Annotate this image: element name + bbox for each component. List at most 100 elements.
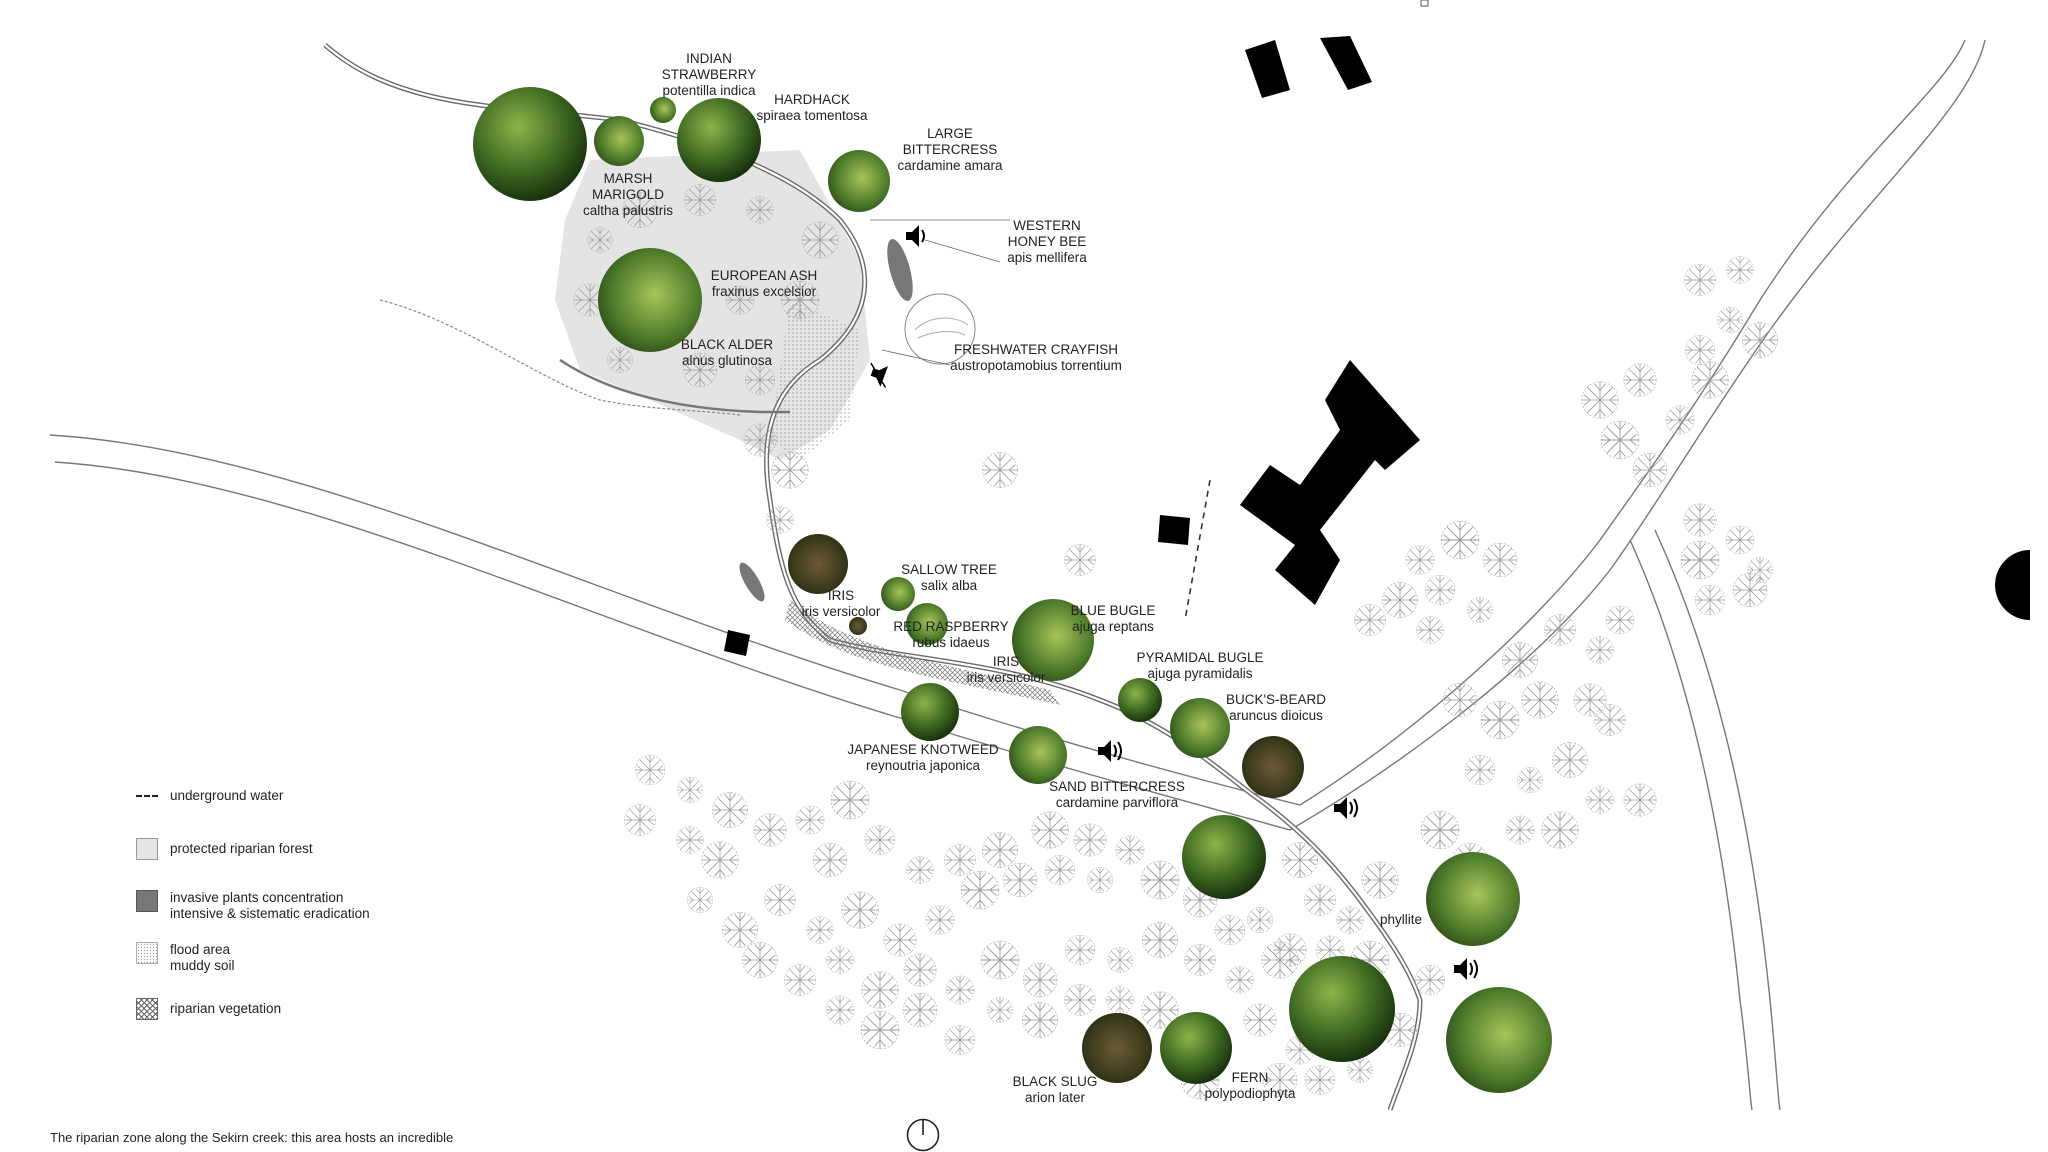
label-western-honey-bee: WESTERN HONEY BEE apis mellifera (1007, 218, 1087, 265)
tree-symbol (980, 940, 1020, 980)
tree-symbol (1414, 964, 1446, 996)
top-marker (1420, 0, 1429, 7)
tree-symbol (1725, 525, 1755, 555)
tree-symbol (903, 953, 937, 987)
tree-symbol (826, 946, 854, 974)
tree-symbol (841, 891, 879, 929)
tree-symbol (861, 971, 899, 1009)
tree-symbol (806, 916, 834, 944)
tree-symbol (925, 905, 955, 935)
north-arrow-icon (906, 1118, 940, 1152)
tree-symbol (1746, 556, 1774, 584)
tree-symbol (1106, 986, 1134, 1014)
legend-riparian: riparian vegetation (136, 998, 281, 1020)
leader-lines (870, 219, 1010, 366)
photo-circle (598, 248, 702, 352)
photo-circle (1182, 815, 1266, 899)
tree-symbol (1022, 1002, 1058, 1038)
tree-symbol (634, 754, 666, 786)
photo-circle (1242, 736, 1304, 798)
photo-circle (1289, 956, 1395, 1062)
tree-symbol (1665, 405, 1695, 435)
invasive-swatch (136, 890, 158, 912)
tree-symbol (1064, 544, 1096, 576)
species-photos (473, 87, 1552, 1093)
label-phyllite: phyllite (1379, 912, 1423, 927)
label-iris-1: IRIS iris versicolor (801, 588, 881, 619)
tree-symbol (1073, 823, 1107, 857)
photo-circle (1426, 852, 1520, 946)
tree-symbol (684, 184, 716, 216)
legend-invasive: invasive plants concentration intensive … (136, 890, 370, 922)
protected-forest-swatch (136, 838, 158, 860)
label-red-raspberry: RED RASPBERRY rubus idaeus (893, 619, 1009, 650)
tree-symbol (830, 780, 870, 820)
tree-symbol (1273, 933, 1307, 967)
tree-symbol (586, 226, 614, 254)
tree-symbol (1086, 866, 1114, 894)
tree-symbol (1382, 582, 1418, 618)
tree-symbol (606, 346, 634, 374)
tree-symbol (1361, 861, 1399, 899)
tree-symbol (1226, 966, 1254, 994)
dashed-line-swatch (136, 795, 158, 797)
map-caption: The riparian zone along the Sekirn creek… (50, 1130, 454, 1145)
speaker-icons (870, 225, 1478, 980)
label-sand-bittercress: SAND BITTERCRESS cardamine parviflora (1049, 779, 1185, 810)
tree-symbol (982, 832, 1018, 868)
tree-symbol (1440, 520, 1480, 560)
photo-circle (1012, 599, 1094, 681)
tree-symbol (1684, 264, 1716, 296)
tree-symbol (701, 841, 739, 879)
tree-symbol (1581, 381, 1619, 419)
tree-symbol (1115, 835, 1145, 865)
tree-symbol (1354, 604, 1386, 636)
tree-symbol (1416, 616, 1444, 644)
riparian-swatch (136, 998, 158, 1020)
tree-symbol (906, 856, 934, 884)
riparian-band (785, 600, 1060, 705)
tree-symbol (982, 452, 1018, 488)
label-black-slug: BLACK SLUG arion later (1012, 1074, 1098, 1105)
tree-symbol (1726, 256, 1754, 284)
label-iris-2: IRIS iris versicolor (966, 654, 1046, 685)
crayfish-sketch-circle (904, 293, 976, 365)
tree-symbol (746, 196, 774, 224)
label-hardhack: HARDHACK spiraea tomentosa (756, 92, 868, 123)
speaker-icon (1454, 958, 1478, 980)
photo-circle (849, 617, 867, 635)
tree-symbol (1064, 934, 1096, 966)
photo-circle (1170, 698, 1230, 758)
photo-circle (901, 683, 959, 741)
tree-symbol (1683, 503, 1717, 537)
tree-symbol (1336, 906, 1364, 934)
tree-symbol (722, 912, 758, 948)
tree-symbol (676, 776, 704, 804)
label-pyramidal-bugle: PYRAMIDAL BUGLE ajuga pyramidalis (1136, 650, 1264, 681)
tree-symbol (1140, 860, 1180, 900)
speaker-icon (906, 225, 925, 247)
tree-symbol (1142, 922, 1178, 958)
tree-symbol (1420, 810, 1460, 850)
label-fern: FERN polypodiophyta (1204, 1070, 1296, 1101)
photo-circle (1009, 726, 1067, 784)
photo-circle (594, 116, 644, 166)
tree-symbol (1541, 811, 1579, 849)
tree-symbol (944, 1024, 976, 1056)
tree-symbol (753, 813, 787, 847)
tree-symbol (1516, 766, 1544, 794)
tree-symbol (944, 844, 976, 876)
tree-symbol (1684, 334, 1716, 366)
photo-circle (828, 150, 890, 212)
tree-symbol (1586, 636, 1614, 664)
tree-symbol (1464, 754, 1496, 786)
label-marsh-marigold: MARSH MARIGOLD caltha palustris (582, 171, 674, 218)
tree-symbol (1064, 984, 1096, 1016)
label-blue-bugle: BLUE BUGLE ajuga reptans (1070, 603, 1156, 634)
legend-underground-water: underground water (136, 788, 283, 804)
photo-circle (788, 534, 848, 594)
tree-symbol (1742, 322, 1778, 358)
tree-symbol (1424, 574, 1456, 606)
tree-symbol (624, 804, 656, 836)
photo-circle (1446, 987, 1552, 1093)
